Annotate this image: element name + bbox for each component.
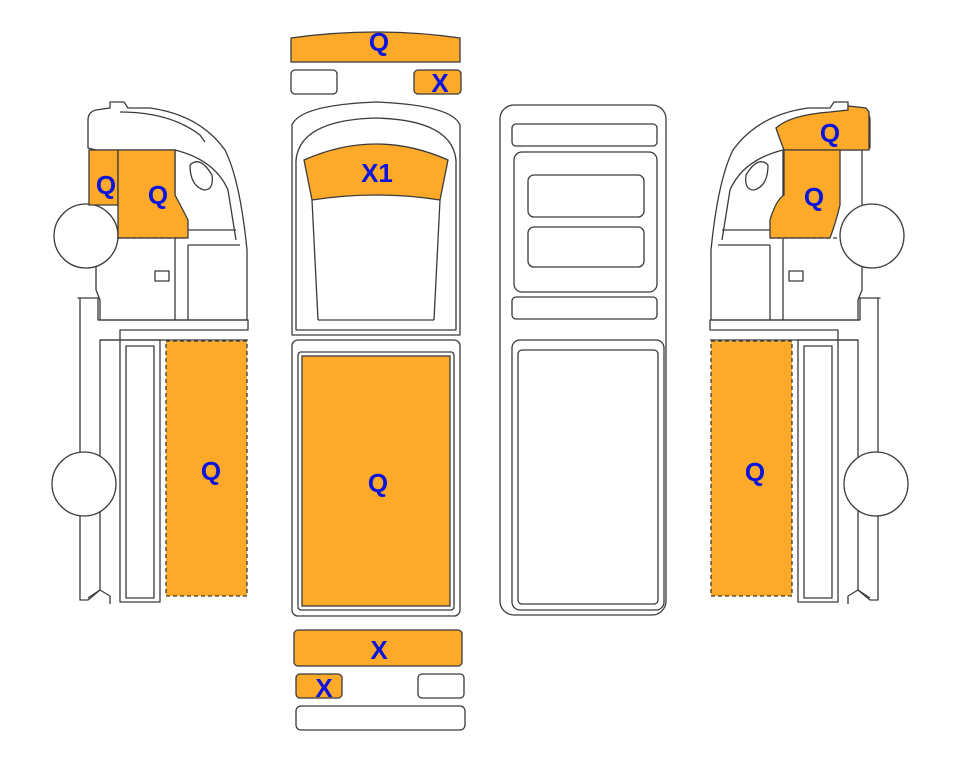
left-door-front-label: Q [148,180,168,210]
roof-panel [301,355,451,607]
left-door-rear-label: Q [96,170,116,200]
roof-cap-panel [290,31,461,63]
left-side-view: Q Q Q [51,101,249,604]
right-cargo-panel [710,340,793,597]
roof-cap-label: Q [369,27,389,57]
top-view: Q X X1 Q X X [290,27,466,731]
windshield-label: X1 [361,158,393,188]
roof-label: Q [368,468,388,498]
right-cargo-label: Q [745,457,765,487]
windshield-panel [303,143,449,201]
right-cab-top-label: Q [820,118,840,148]
rear-bar-label: X [370,635,388,665]
light-x-panel [413,69,462,95]
rear-bar-panel [293,629,463,667]
right-cab-top-panel [775,105,870,151]
right-door-label: Q [804,182,824,212]
rear-light-panel [295,673,343,699]
rear-light-label: X [315,673,333,703]
left-cargo-panel [165,340,248,597]
bottom-view [499,104,667,616]
light-x-label: X [431,68,449,98]
left-cargo-label: Q [201,456,221,486]
right-side-view: Q Q Q [709,101,909,604]
left-door-front-panel [117,149,189,239]
